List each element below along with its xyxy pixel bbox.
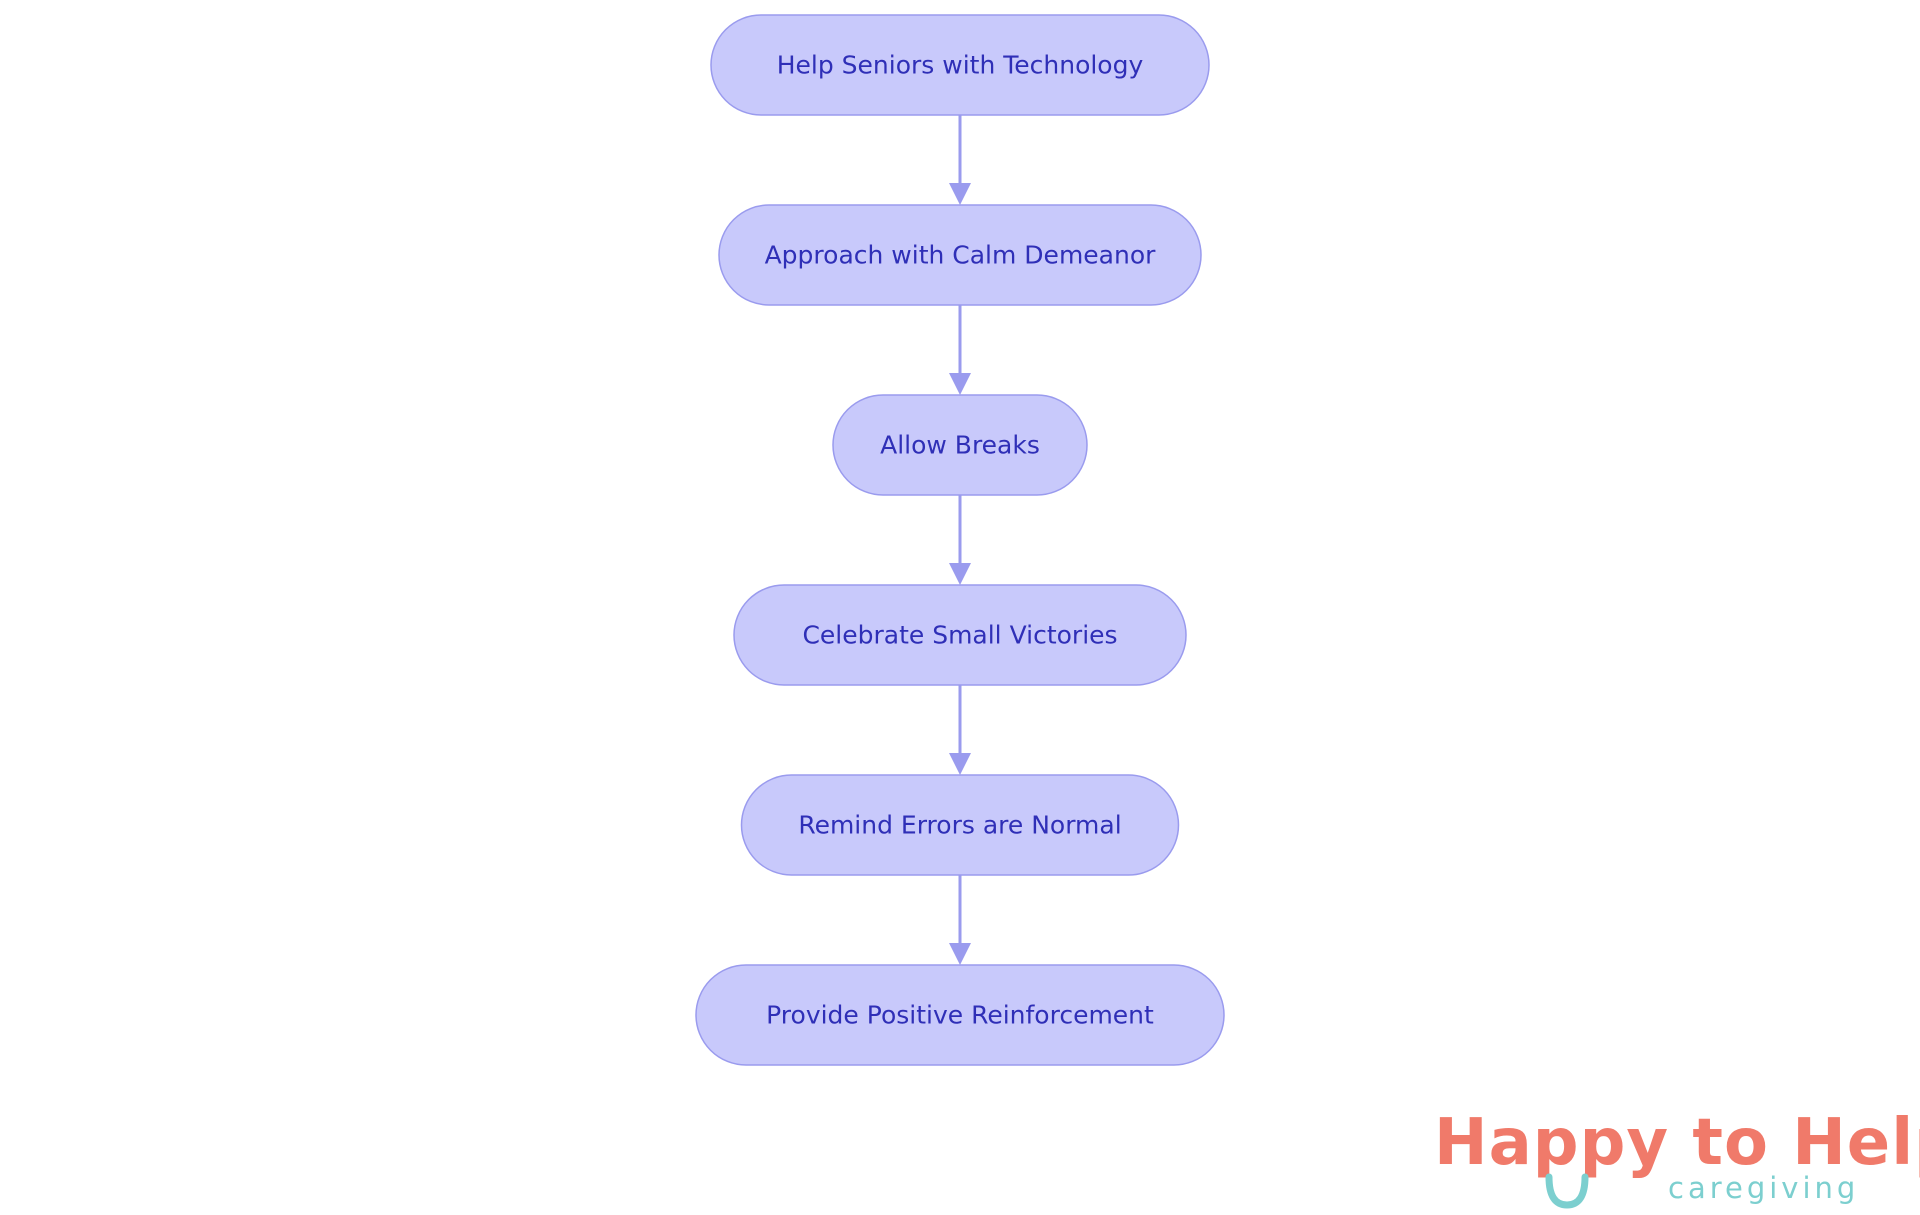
flow-node-box [832,394,1088,496]
flow-arrow-5 [949,875,971,965]
flow-node-box [740,774,1180,876]
flow-node-2: Approach with Calm Demeanor [718,204,1202,306]
logo-word-to: to [1692,1106,1769,1180]
flow-node-label: Provide Positive Reinforcement [766,1001,1154,1030]
logo-tagline: caregiving [1668,1171,1860,1205]
flow-node-3: Allow Breaks [832,394,1088,496]
flow-arrow-2 [949,305,971,395]
logo-wordmark: Happy to Help [1434,1105,1920,1181]
flow-node-1: Help Seniors with Technology [710,14,1210,116]
flow-node-label: Approach with Calm Demeanor [765,241,1157,270]
flow-arrow-4 [949,685,971,775]
logo-word-happy: Happy [1434,1106,1670,1180]
flow-node-6: Provide Positive Reinforcement [695,964,1225,1066]
flow-arrowhead [949,563,971,585]
flow-node-box [710,14,1210,116]
flow-node-label: Celebrate Small Victories [802,621,1117,650]
flow-arrowhead [949,183,971,205]
flow-node-4: Celebrate Small Victories [733,584,1187,686]
logo-word-help: Help [1792,1106,1920,1180]
happy-to-help-logo: Happy to Help caregiving [1420,1105,1920,1215]
flow-node-box [695,964,1225,1066]
flow-node-box [733,584,1187,686]
flow-node-label: Remind Errors are Normal [798,811,1121,840]
flow-arrowhead [949,753,971,775]
flow-node-label: Help Seniors with Technology [777,51,1144,80]
flow-arrowhead [949,373,971,395]
smile-icon [1545,1173,1589,1209]
flow-node-5: Remind Errors are Normal [740,774,1180,876]
flow-node-box [718,204,1202,306]
flow-arrow-1 [949,115,971,205]
flow-arrowhead [949,943,971,965]
flow-node-label: Allow Breaks [880,431,1040,460]
flow-arrow-3 [949,495,971,585]
